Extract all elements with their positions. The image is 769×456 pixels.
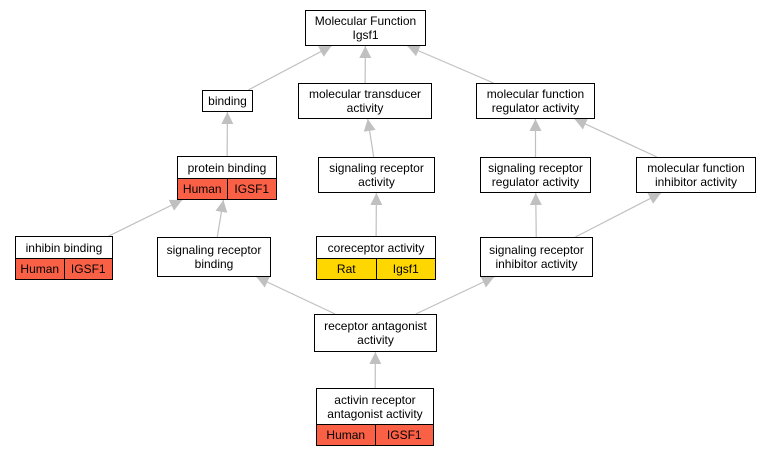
gene-cell: Igsf1 (375, 259, 435, 279)
edge-mf_inhibitor-to-regulator (574, 118, 658, 158)
node-label: molecular transducer activity (308, 87, 422, 115)
node-label: signaling receptor regulator activity (488, 161, 583, 189)
edge-sr_inhibitor-to-sr_regulator (529, 192, 542, 238)
node-sr-inhibitor[interactable]: signaling receptor inhibitor activity (480, 237, 593, 277)
edge-binding-to-root (248, 45, 332, 91)
node-regulator[interactable]: molecular function regulator activity (476, 83, 595, 119)
species-cell: Rat (317, 259, 376, 279)
node-label: receptor antagonist activity (324, 319, 427, 347)
edge-receptor_antagonist-to-sr_inhibitor (415, 276, 495, 315)
species-cell: Human (178, 179, 227, 199)
node-mf-inhibitor[interactable]: molecular function inhibitor activity (636, 157, 756, 193)
gene-cell: IGSF1 (374, 425, 433, 445)
node-label: Molecular Function Igsf1 (314, 14, 417, 42)
node-binding[interactable]: binding (202, 90, 253, 112)
gene-cell: IGSF1 (63, 259, 112, 279)
node-label: inhibin binding (25, 240, 103, 255)
edge-regulator-to-root (407, 45, 494, 84)
node-receptor-antagonist[interactable]: receptor antagonist activity (314, 314, 437, 352)
node-label: signaling receptor binding (166, 243, 262, 271)
edge-inhibin_binding-to-protein_binding (108, 199, 183, 237)
gene-cell: IGSF1 (226, 179, 276, 199)
node-sr-regulator[interactable]: signaling receptor regulator activity (480, 157, 591, 193)
edge-sr_binding-to-protein_binding (215, 199, 228, 238)
node-transducer[interactable]: molecular transducer activity (298, 83, 432, 119)
node-label: activin receptor antagonist activity (327, 392, 423, 421)
node-label: signaling receptor inhibitor activity (489, 243, 584, 271)
node-label: signaling receptor activity (329, 161, 424, 189)
species-cell: Human (317, 425, 375, 445)
node-root[interactable]: Molecular Function Igsf1 (305, 10, 426, 46)
edge-receptor_antagonist-to-sr_binding (256, 276, 336, 315)
edge-sr_inhibitor-to-mf_inhibitor (575, 192, 662, 238)
node-label: binding (208, 94, 247, 108)
node-label: molecular function regulator activity (486, 87, 585, 115)
node-label: protein binding (187, 160, 267, 175)
node-label: molecular function inhibitor activity (647, 161, 745, 189)
node-signaling-receptor-activity[interactable]: signaling receptor activity (318, 157, 435, 193)
node-sr-binding[interactable]: signaling receptor binding (157, 237, 271, 277)
edge-signaling_receptor_activity-to-transducer (363, 118, 376, 158)
species-cell: Human (16, 259, 64, 279)
node-label: coreceptor activity (327, 240, 425, 255)
